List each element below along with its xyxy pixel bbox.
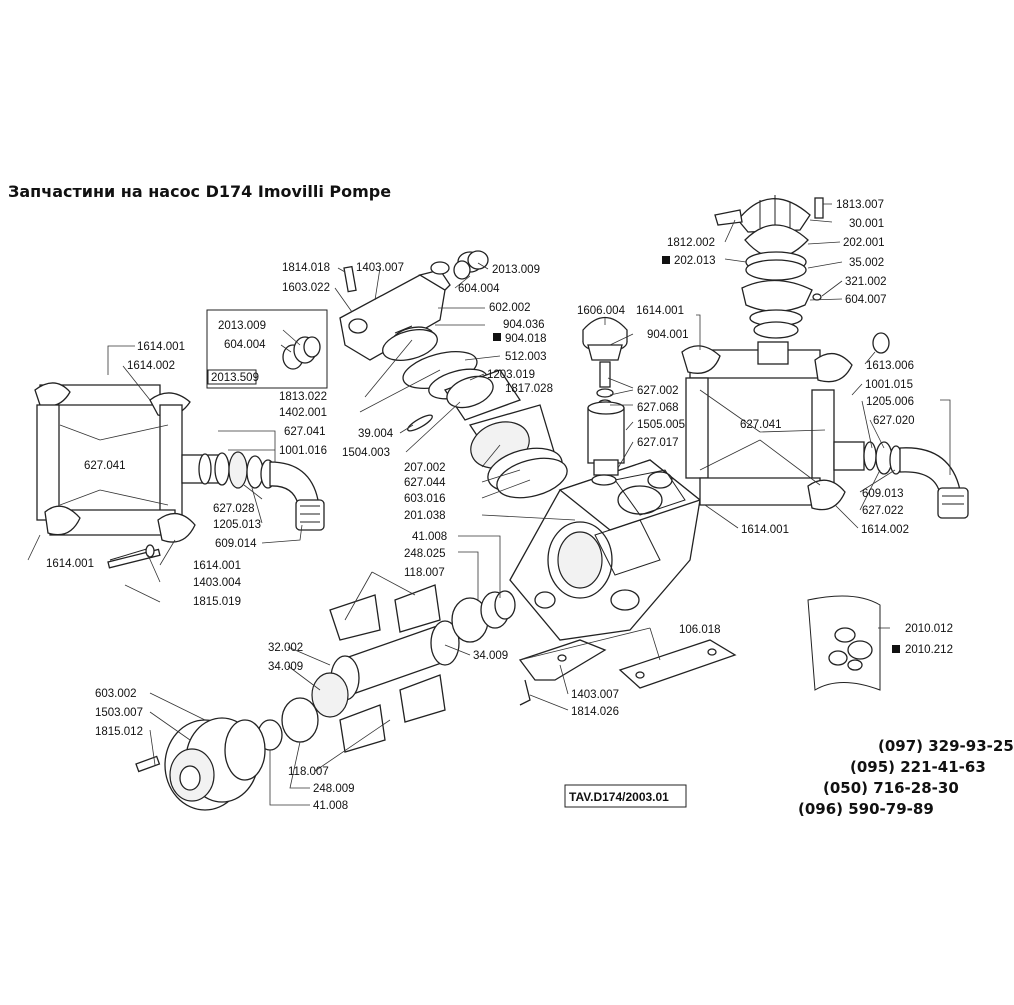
part-label: 321.002	[845, 276, 887, 288]
pump-body	[509, 459, 702, 641]
part-labels: 1814.018 1403.007 1603.022 2013.009 604.…	[46, 199, 953, 812]
part-label: 1205.006	[866, 396, 914, 408]
part-label: 35.002	[849, 257, 884, 269]
part-label: 1815.019	[193, 596, 241, 608]
part-label: 41.008	[412, 531, 447, 543]
part-label: 1402.001	[279, 407, 327, 419]
part-label: 34.009	[268, 661, 303, 673]
part-label: 1503.007	[95, 707, 143, 719]
bearing-cover	[135, 717, 266, 811]
part-label: 1606.004	[577, 305, 626, 317]
part-label: 207.002	[404, 462, 446, 474]
part-label: 32.002	[268, 642, 303, 654]
part-label: 1505.005	[637, 419, 685, 431]
part-label: 1403.004	[193, 577, 242, 589]
part-label: 1403.007	[356, 262, 404, 274]
part-label: 1203.019	[487, 369, 535, 381]
part-label: 1614.001	[137, 341, 185, 353]
part-label: 1614.002	[127, 360, 175, 372]
part-label: 904.036	[503, 319, 545, 331]
part-label: 2013.509	[211, 372, 259, 384]
phone-number: (097) 329-93-25	[878, 737, 1014, 755]
part-label: 1001.016	[279, 445, 327, 457]
part-label: 34.009	[473, 650, 508, 662]
crankshaft-assembly	[257, 584, 516, 753]
part-label: 604.004	[224, 339, 266, 351]
part-label: 201.038	[404, 510, 446, 522]
part-label: 627.022	[862, 505, 904, 517]
part-label: 1813.007	[836, 199, 884, 211]
leader-lines	[27, 203, 951, 806]
part-label: 627.028	[213, 503, 255, 515]
part-label: 1614.001	[193, 560, 241, 572]
part-label: 1812.002	[667, 237, 715, 249]
right-manifold	[681, 341, 969, 519]
part-label: 1603.022	[282, 282, 330, 294]
valve-stack	[582, 316, 628, 486]
left-manifold	[34, 382, 325, 569]
drawing-code: TAV.D174/2003.01	[569, 790, 669, 804]
valve-cap-group	[339, 250, 568, 499]
part-label: 627.041	[84, 460, 126, 472]
part-label: 1205.013	[213, 519, 261, 531]
part-label: 603.016	[404, 493, 446, 505]
part-label: 1614.002	[861, 524, 909, 536]
phone-number: (050) 716-28-30	[823, 779, 959, 797]
part-label: 1817.028	[505, 383, 553, 395]
part-label: 609.014	[215, 538, 257, 550]
pressure-accumulator	[714, 195, 890, 354]
marker-square	[493, 333, 501, 341]
part-label: 1504.003	[342, 447, 390, 459]
part-label: 1614.001	[741, 524, 789, 536]
part-label: 202.001	[843, 237, 885, 249]
part-label: 2010.212	[905, 644, 953, 656]
seal-kit-inset	[807, 595, 900, 691]
part-label: 248.025	[404, 548, 446, 560]
part-label: 1613.006	[866, 360, 914, 372]
part-label: 603.002	[95, 688, 137, 700]
phone-number: (096) 590-79-89	[798, 800, 934, 818]
marker-square	[662, 256, 670, 264]
part-label: 609.013	[862, 488, 904, 500]
part-label: 41.008	[313, 800, 348, 812]
part-label: 604.004	[458, 283, 500, 295]
part-label: 904.001	[647, 329, 689, 341]
part-label: 1814.018	[282, 262, 330, 274]
part-label: 118.007	[404, 567, 445, 579]
part-label: 602.002	[489, 302, 531, 314]
part-label: 106.018	[679, 624, 721, 636]
part-label: 30.001	[849, 218, 884, 230]
part-label: 1815.012	[95, 726, 143, 738]
part-label: 39.004	[358, 428, 394, 440]
part-label: 2010.012	[905, 623, 953, 635]
part-label: 118.007	[288, 766, 329, 778]
part-label: 1001.015	[865, 379, 913, 391]
part-label: 627.041	[740, 419, 782, 431]
part-label: 1614.001	[46, 558, 94, 570]
part-label: 2013.009	[492, 264, 540, 276]
part-label: 627.002	[637, 385, 679, 397]
phone-number: (095) 221-41-63	[850, 758, 986, 776]
part-label: 1813.022	[279, 391, 327, 403]
part-label: 604.007	[845, 294, 887, 306]
part-label: 1814.026	[571, 706, 619, 718]
drawing-code-box: TAV.D174/2003.01	[564, 784, 687, 808]
part-label: 2013.009	[218, 320, 266, 332]
part-label: 627.041	[284, 426, 326, 438]
part-label: 1403.007	[571, 689, 619, 701]
part-label: 904.018	[505, 333, 547, 345]
part-label: 627.044	[404, 477, 446, 489]
mounting-brackets	[518, 639, 737, 706]
part-label: 248.009	[313, 783, 355, 795]
part-label: 512.003	[505, 351, 547, 363]
page-title: Запчастини на насос D174 Imovilli Pompe	[8, 182, 392, 201]
part-label: 1614.001	[636, 305, 684, 317]
part-label: 627.017	[637, 437, 679, 449]
part-label: 202.013	[674, 255, 716, 267]
part-label: 627.020	[873, 415, 915, 427]
inset-box-2013-509	[206, 309, 328, 389]
part-label: 627.068	[637, 402, 679, 414]
